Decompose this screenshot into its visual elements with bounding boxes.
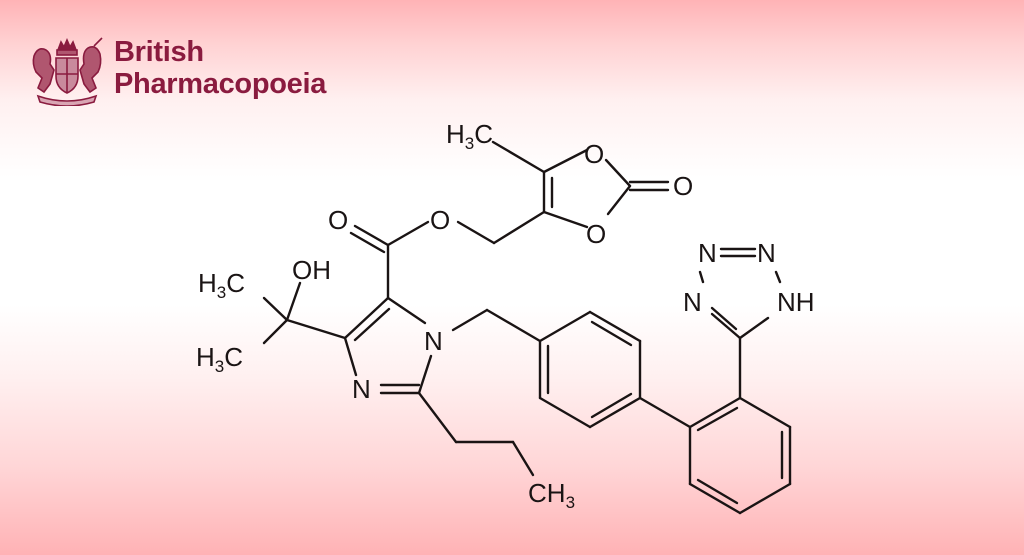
atom-dioxolone-o3: O [586, 219, 606, 249]
atom-tetrazole-n-top-right: N [757, 238, 776, 268]
brand-line-2: Pharmacopoeia [114, 68, 327, 100]
atom-dioxolone-carbonyl-o: O [673, 171, 693, 201]
atom-propyl-terminal: CH3 [528, 478, 575, 512]
atom-methyl-bottom: H3C [196, 342, 243, 376]
atom-tetrazole-n-left: N [683, 287, 702, 317]
atom-ester-o: O [430, 205, 450, 235]
atom-hydroxyl: OH [292, 255, 331, 285]
brand-name: British Pharmacopoeia [114, 36, 326, 100]
atom-dioxolone-o1: O [584, 139, 604, 169]
atom-tetrazole-n-top-left: N [698, 238, 717, 268]
atom-methyl-top: H3C [198, 268, 245, 302]
brand-line-1: British [114, 36, 204, 68]
atom-tetrazole-nh: NH [777, 287, 815, 317]
british-pharmacopoeia-logo: British Pharmacopoeia [28, 36, 326, 106]
atom-imidazole-n1: N [424, 326, 443, 356]
atom-imidazole-n3: N [352, 374, 371, 404]
royal-coat-of-arms-icon [32, 37, 103, 106]
atom-methyl-dioxolone: H3C [446, 119, 493, 153]
atom-ester-carbonyl-o: O [328, 205, 348, 235]
